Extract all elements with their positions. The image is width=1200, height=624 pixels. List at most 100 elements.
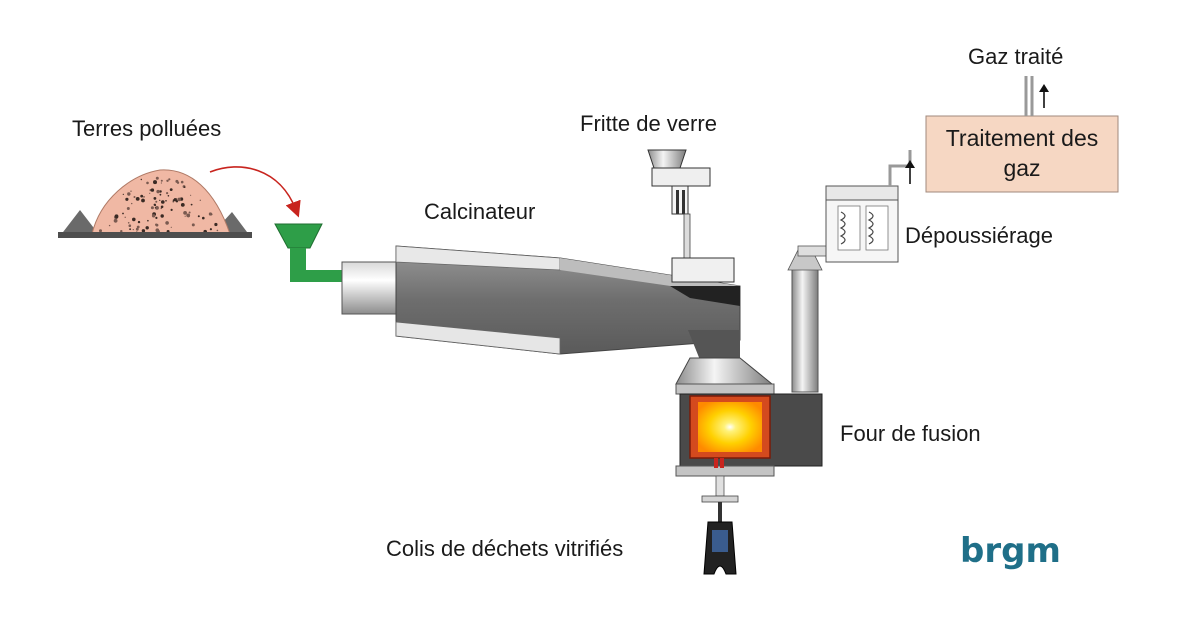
soil-speckle: [108, 224, 111, 227]
feed-hopper: [274, 223, 344, 282]
soil-speckle: [199, 199, 201, 201]
soil-speckle: [131, 202, 133, 205]
label-glass-frit: Fritte de verre: [580, 111, 717, 136]
soil-speckle: [137, 220, 141, 224]
soil-speckle: [155, 206, 159, 210]
soil-speckle: [155, 176, 159, 180]
soil-speckle: [130, 190, 132, 192]
soil-speckle: [154, 207, 156, 209]
calciner: [341, 245, 741, 360]
soil-speckle: [180, 203, 185, 207]
soil-speckle: [156, 189, 160, 194]
soil-speckle: [135, 227, 139, 231]
soil-speckle: [153, 180, 157, 185]
soil-speckle: [140, 178, 142, 181]
soil-speckle: [165, 221, 169, 225]
vitrified-waste-package: [701, 475, 739, 575]
soil-speckle: [159, 193, 162, 196]
soil-speckle: [161, 200, 165, 204]
soil-speckle: [155, 200, 158, 203]
label-gas-treatment-line1: Traitement des: [946, 125, 1099, 151]
label-gas-treatment-line2: gaz: [1003, 155, 1040, 181]
gas-out-arrow-head-icon: [1039, 84, 1049, 92]
melting-furnace: [675, 357, 823, 477]
soil-speckle: [160, 182, 162, 184]
soil-speckle: [122, 193, 124, 195]
soil-speckle: [197, 215, 200, 218]
soil-speckle: [214, 222, 218, 227]
soil-speckle: [128, 224, 132, 227]
soil-speckle: [184, 215, 186, 217]
soil-speckle: [155, 216, 158, 219]
soil-speckle: [99, 229, 102, 233]
soil-speckle: [186, 213, 191, 218]
soil-speckle: [183, 211, 188, 215]
soil-speckle: [188, 211, 191, 214]
soil-speckle: [175, 198, 177, 200]
soil-speckle: [190, 194, 192, 196]
soil-speckle: [127, 192, 131, 196]
soil-speckle: [159, 199, 161, 201]
soil-speckle: [175, 200, 179, 203]
polluted-soil-pile: [58, 169, 252, 238]
soil-speckles: [99, 176, 219, 234]
soil-speckle: [208, 212, 212, 216]
soil-speckle: [122, 212, 124, 215]
soil-speckle: [145, 226, 149, 230]
soil-speckle: [169, 188, 173, 192]
label-melting-furnace: Four de fusion: [840, 421, 981, 446]
soil-speckle: [191, 223, 195, 227]
soil-speckle: [160, 214, 164, 218]
soil-speckle: [151, 214, 156, 218]
soil-speckle: [216, 229, 219, 232]
label-dust-removal: Dépoussiérage: [905, 223, 1053, 248]
label-calciner: Calcinateur: [424, 199, 535, 224]
soil-speckle: [166, 179, 169, 182]
soil-speckle: [180, 180, 184, 184]
soil-speckle: [141, 198, 145, 203]
soil-speckle: [150, 188, 155, 192]
brgm-logo: brgm: [960, 531, 1061, 571]
soil-speckle: [153, 197, 157, 200]
soil-speckle: [183, 186, 186, 189]
label-treated-gas: Gaz traité: [968, 44, 1063, 69]
soil-speckle: [209, 228, 212, 231]
soil-speckle: [177, 197, 181, 202]
soil-speckle: [127, 222, 130, 224]
soil-speckle: [202, 216, 205, 220]
soil-speckle: [166, 192, 169, 195]
soil-speckle: [140, 194, 144, 198]
soil-speckle: [168, 178, 171, 181]
gas-treatment-unit: [925, 76, 1119, 193]
soil-speckle: [170, 208, 173, 211]
soil-speckle: [172, 201, 174, 203]
dust-removal-unit: [825, 150, 912, 263]
soil-speckle: [124, 216, 126, 218]
arrow-head-icon: [905, 160, 915, 168]
soil-speckle: [165, 200, 167, 202]
glass-frit-feeder: [647, 149, 735, 283]
soil-speckle: [125, 197, 129, 201]
soil-speckle: [113, 218, 118, 223]
soil-speckle: [120, 230, 123, 233]
soil-speckle: [129, 228, 132, 231]
soil-speckle: [159, 190, 162, 193]
soil-speckle: [155, 223, 158, 226]
soil-speckle: [133, 196, 136, 198]
soil-speckle: [147, 219, 149, 222]
soil-speckle: [190, 203, 193, 206]
soil-speckle: [170, 226, 172, 228]
soil-speckle: [175, 179, 179, 183]
soil-speckle: [114, 214, 119, 219]
soil-speckle: [132, 217, 136, 222]
soil-speckle: [135, 197, 140, 201]
soil-speckle: [149, 192, 151, 194]
soil-speckle: [150, 206, 154, 210]
soil-speckle: [132, 229, 134, 231]
label-polluted-soil: Terres polluées: [72, 116, 221, 141]
soil-speckle: [167, 195, 170, 197]
soil-speckle: [146, 181, 149, 185]
soil-speckle: [160, 205, 164, 209]
soil-speckle: [136, 225, 140, 229]
